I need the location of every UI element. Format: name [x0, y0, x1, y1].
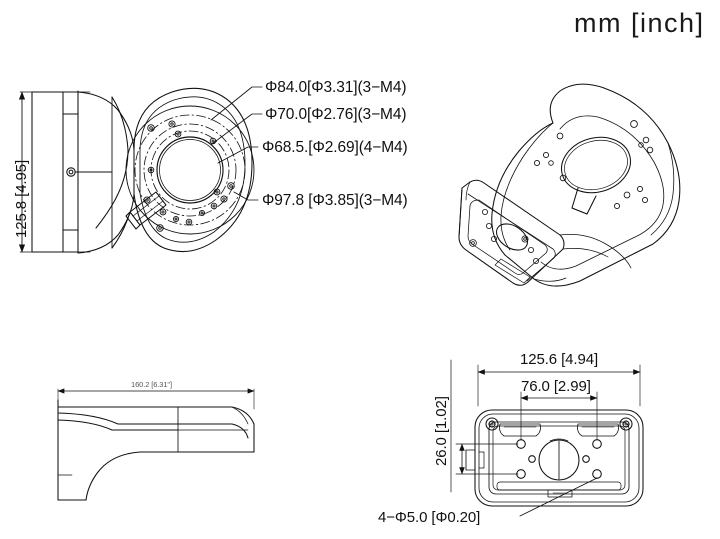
callout-diameter-68-5: Φ68.5.[Φ2.69](4−M4)	[262, 139, 408, 156]
front-view-geometry	[31, 87, 253, 254]
bolt-holes	[143, 120, 235, 232]
height-dimension-line	[18, 91, 91, 253]
callout-leaders	[210, 86, 263, 201]
front-view-height-dimension: 125.8 [4.95]	[13, 159, 30, 238]
side-length-dimension	[57, 388, 255, 410]
hole-callout-leader	[519, 477, 598, 517]
callout-diameter-84: Φ84.0[Φ3.31](3−M4)	[265, 79, 407, 96]
plate-width-dimension-label: 125.6 [4.94]	[520, 351, 599, 368]
cable-entry-boss	[125, 191, 167, 230]
isometric-view-geometry	[458, 83, 681, 287]
plate-hole-callout-label: 4−Φ5.0 [Φ0.20]	[378, 509, 481, 526]
callout-diameter-70: Φ70.0[Φ2.76](3−M4)	[265, 106, 407, 123]
bolt-circle-group	[125, 105, 255, 235]
plate-height-dimension	[450, 359, 519, 493]
plate-inner-width-dimension	[520, 391, 598, 441]
plate-width-dimension	[477, 364, 641, 407]
units-title: mm [inch]	[574, 8, 705, 38]
rear-plate-geometry	[465, 409, 644, 507]
callout-diameter-97-8: Φ97.8 [Φ3.85](3−M4)	[262, 192, 408, 209]
plate-height-dimension-label: 26.0 [1.02]	[433, 396, 450, 466]
plate-inner-width-dimension-label: 76.0 [2.99]	[521, 378, 591, 395]
side-profile-geometry	[57, 399, 255, 501]
side-profile-length-dimension: 160.2 [6.31"]	[131, 380, 172, 389]
